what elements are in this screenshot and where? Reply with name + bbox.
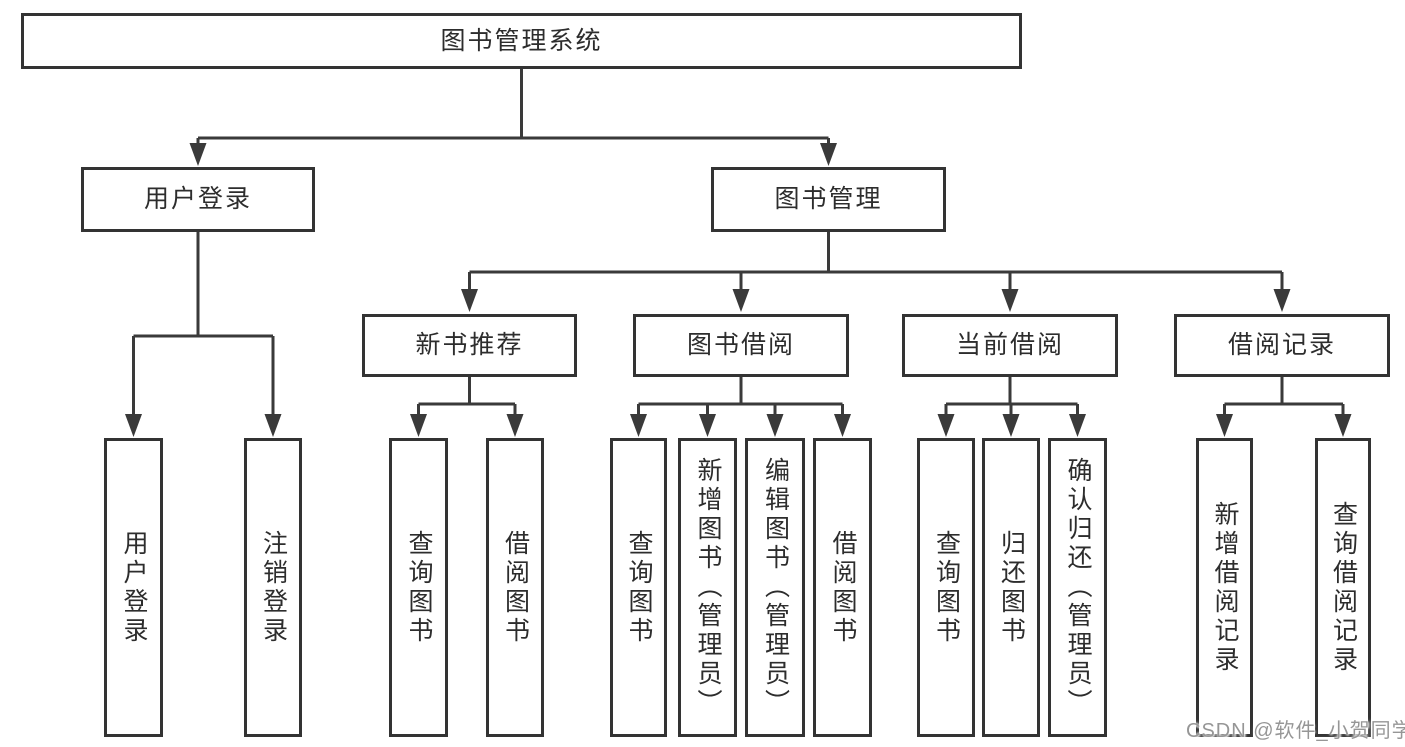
node-user-login: 用户登录: [81, 167, 315, 232]
node-borrowing-records: 借阅记录: [1174, 314, 1390, 377]
leaf-user-login: 用户登录: [104, 438, 163, 737]
node-book-borrowing: 图书借阅: [633, 314, 849, 377]
leaf-edit-book-admin: 编辑图书（管理员）: [745, 438, 805, 737]
leaf-confirm-return-admin: 确认归还（管理员）: [1048, 438, 1107, 737]
csdn-watermark: CSDN @软件_小贺同学: [1186, 720, 1405, 742]
leaf-query-borrow-record: 查询借阅记录: [1315, 438, 1371, 737]
leaf-borrow-books-recommend: 借阅图书: [486, 438, 544, 737]
leaf-query-books-recommend: 查询图书: [389, 438, 448, 737]
node-library-system: 图书管理系统: [21, 13, 1022, 69]
leaf-add-book-admin: 新增图书（管理员）: [678, 438, 737, 737]
leaf-logout: 注销登录: [244, 438, 302, 737]
leaf-query-books-current: 查询图书: [917, 438, 975, 737]
node-current-borrowing: 当前借阅: [902, 314, 1118, 377]
node-book-management: 图书管理: [711, 167, 946, 232]
node-new-book-recommendation: 新书推荐: [362, 314, 577, 377]
leaf-return-books: 归还图书: [982, 438, 1040, 737]
leaf-add-borrow-record: 新增借阅记录: [1196, 438, 1253, 737]
leaf-query-books-borrowing: 查询图书: [610, 438, 667, 737]
leaf-borrow-books-borrowing: 借阅图书: [813, 438, 872, 737]
